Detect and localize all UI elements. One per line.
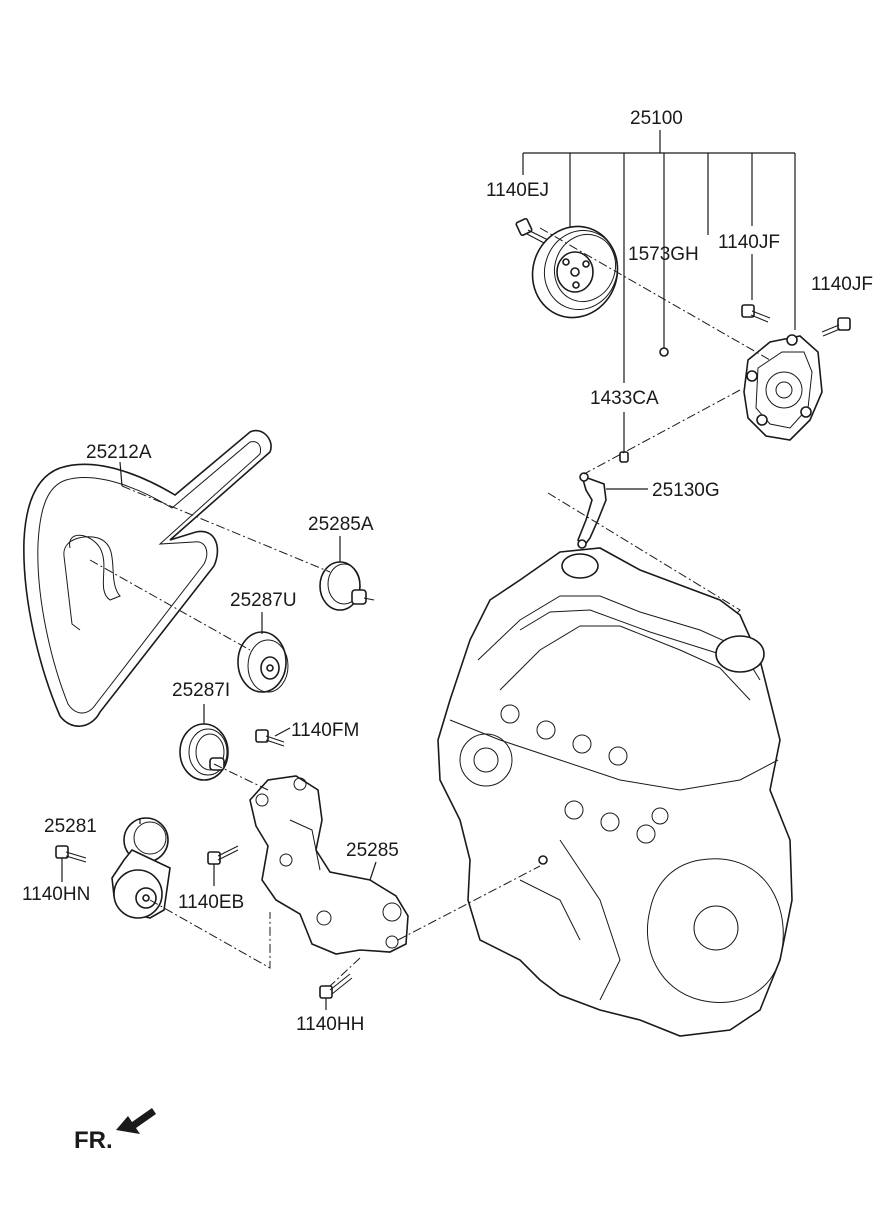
part-labels: 25100 1140EJ 1573GH 1140JF 1140JF 1433CA… <box>22 108 873 1154</box>
idler-25285a <box>319 536 375 611</box>
label-1140hh: 1140HH <box>296 1014 364 1035</box>
label-1433ca: 1433CA <box>590 388 659 409</box>
label-25287u: 25287U <box>230 590 297 611</box>
plug-1573gh <box>659 347 669 357</box>
label-1573gh: 1573GH <box>628 244 699 265</box>
pulley-25287i <box>179 704 229 781</box>
front-direction-arrow <box>116 1108 156 1134</box>
drive-belt-group <box>23 429 272 727</box>
belt-alignment-lines <box>89 485 541 987</box>
label-25100: 25100 <box>630 108 683 129</box>
label-1140fm: 1140FM <box>291 720 359 741</box>
label-1140hn: 1140HN <box>22 884 90 905</box>
pulley-25287u <box>237 612 289 693</box>
bolt-1140jf-right <box>821 317 851 337</box>
label-1140jf-left: 1140JF <box>718 232 780 253</box>
water-pump-gasket <box>577 472 648 549</box>
bolt-1140ej <box>515 217 549 245</box>
tensioner-25281 <box>111 817 171 919</box>
dowel-1433ca <box>619 451 629 463</box>
label-1140eb: 1140EB <box>178 892 244 913</box>
bolt-1140fm <box>255 727 291 747</box>
label-25212a: 25212A <box>86 442 152 463</box>
bolt-1140hh <box>319 973 353 1010</box>
bracket-25285 <box>249 775 409 955</box>
water-pump-group <box>515 130 851 627</box>
label-25285: 25285 <box>346 840 399 861</box>
water-pump-housing <box>743 334 823 441</box>
label-25130g: 25130G <box>652 480 720 501</box>
engine-block <box>437 547 793 1037</box>
bolt-1140eb <box>207 845 239 886</box>
label-25285a: 25285A <box>308 514 374 535</box>
label-25281: 25281 <box>44 816 97 837</box>
bolt-1140hn <box>55 845 87 882</box>
label-1140jf-right: 1140JF <box>811 274 873 295</box>
label-25287i: 25287I <box>172 680 230 701</box>
assembly-bracket-lines <box>522 130 796 452</box>
bolt-1140jf-left <box>741 304 771 323</box>
water-pump-pulley <box>531 225 619 319</box>
label-1140ej: 1140EJ <box>486 180 549 201</box>
label-front: FR. <box>74 1127 113 1154</box>
